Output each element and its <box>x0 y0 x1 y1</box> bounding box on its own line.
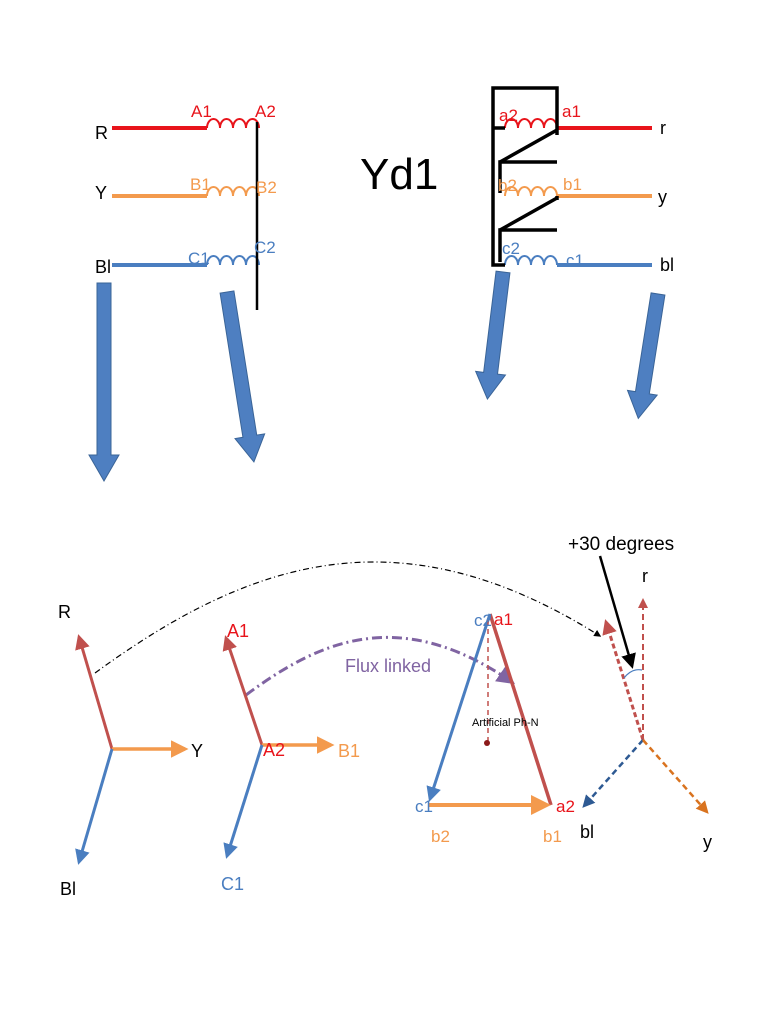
phasor-bl <box>75 748 114 865</box>
delta-label-c1: c1 <box>415 797 433 816</box>
primary-terminal-c1: C1 <box>188 249 210 268</box>
secondary-coil-b <box>504 186 558 197</box>
secondary-terminal-a2: a2 <box>499 106 518 125</box>
primary-coil-b <box>206 186 260 197</box>
primary-terminal-b2: B2 <box>256 178 277 197</box>
secondary-terminal-b2: b2 <box>498 176 517 195</box>
primary-terminal-b1: B1 <box>190 175 211 194</box>
angle-label: +30 degrees <box>568 534 674 555</box>
delta-label-b2: b2 <box>431 827 450 846</box>
phasor-label-a2: A2 <box>263 740 285 760</box>
down-arrow-icon <box>219 290 266 463</box>
delta-link-ab <box>499 128 558 164</box>
secondary-winding: a2 a1 b2 b1 c2 c1 r y bl <box>491 86 674 275</box>
phasor-a2-c1 <box>223 744 264 859</box>
down-arrow-icon <box>474 270 511 401</box>
secondary-coil-c <box>504 255 558 266</box>
secondary-label-bl: bl <box>660 255 674 275</box>
primary-label-r: R <box>95 123 108 143</box>
primary-coil-a <box>206 118 260 129</box>
artificial-neutral-label: Artificial Ph-N <box>472 717 539 729</box>
primary-line-phasors: R Y Bl <box>58 602 203 899</box>
secondary-terminal-b1: b1 <box>563 175 582 194</box>
secondary-label-y: y <box>658 187 667 207</box>
flux-linked-label: Flux linked <box>345 656 431 676</box>
phasor-y-secondary <box>642 739 709 814</box>
phasor-r-shifted <box>602 619 645 741</box>
delta-label-a1: a1 <box>494 610 513 629</box>
delta-label-c2: c2 <box>474 611 492 630</box>
secondary-coil-a <box>504 118 558 129</box>
phasor-a2-a1 <box>222 635 264 746</box>
phasor-label-r: R <box>58 602 71 622</box>
angle-arc <box>623 669 643 679</box>
artificial-neutral-point <box>484 740 490 746</box>
flux-linked-curve <box>245 636 515 697</box>
phasor-label-r-secondary: r <box>642 566 648 586</box>
delta-label-a2: a2 <box>556 797 575 816</box>
secondary-star-phasors: +30 degrees r bl y <box>568 534 712 852</box>
primary-phase-phasors: A1 A2 B1 C1 <box>221 621 360 894</box>
primary-winding: R Y Bl A1 A2 B1 B2 C1 C2 <box>95 102 277 310</box>
phasor-label-a1: A1 <box>227 621 249 641</box>
delta-side-c <box>426 613 492 802</box>
phasor-bl-secondary <box>582 739 644 808</box>
primary-terminal-a2: A2 <box>255 102 276 121</box>
delta-side-a <box>488 613 553 806</box>
phasor-label-c1: C1 <box>221 874 244 894</box>
primary-label-y: Y <box>95 183 107 203</box>
delta-label-b1: b1 <box>543 827 562 846</box>
down-arrow-icon <box>88 282 120 483</box>
secondary-terminal-c1: c1 <box>566 251 584 270</box>
phasor-label-bl: Bl <box>60 879 76 899</box>
title-yd1: Yd1 <box>360 150 438 199</box>
phasor-label-b1: B1 <box>338 741 360 761</box>
primary-label-bl: Bl <box>95 257 111 277</box>
phasor-label-y-secondary: y <box>703 832 712 852</box>
angle-pointer <box>598 555 636 669</box>
primary-terminal-a1: A1 <box>191 102 212 121</box>
delta-link-bc <box>499 196 558 232</box>
down-arrow-icon <box>626 292 666 420</box>
phasor-label-y: Y <box>191 741 203 761</box>
phasor-label-bl-secondary: bl <box>580 822 594 842</box>
secondary-terminal-a1: a1 <box>562 102 581 121</box>
primary-coil-c <box>206 255 260 266</box>
secondary-terminal-c2: c2 <box>502 239 520 258</box>
secondary-label-r: r <box>660 118 666 138</box>
primary-terminal-c2: C2 <box>254 238 276 257</box>
delta-triangle: Artificial Ph-N c2 a1 c1 a2 b2 b1 <box>415 610 575 846</box>
transition-arrows <box>88 270 666 483</box>
phasor-r <box>75 634 114 750</box>
phase-shift-curve <box>94 561 602 674</box>
